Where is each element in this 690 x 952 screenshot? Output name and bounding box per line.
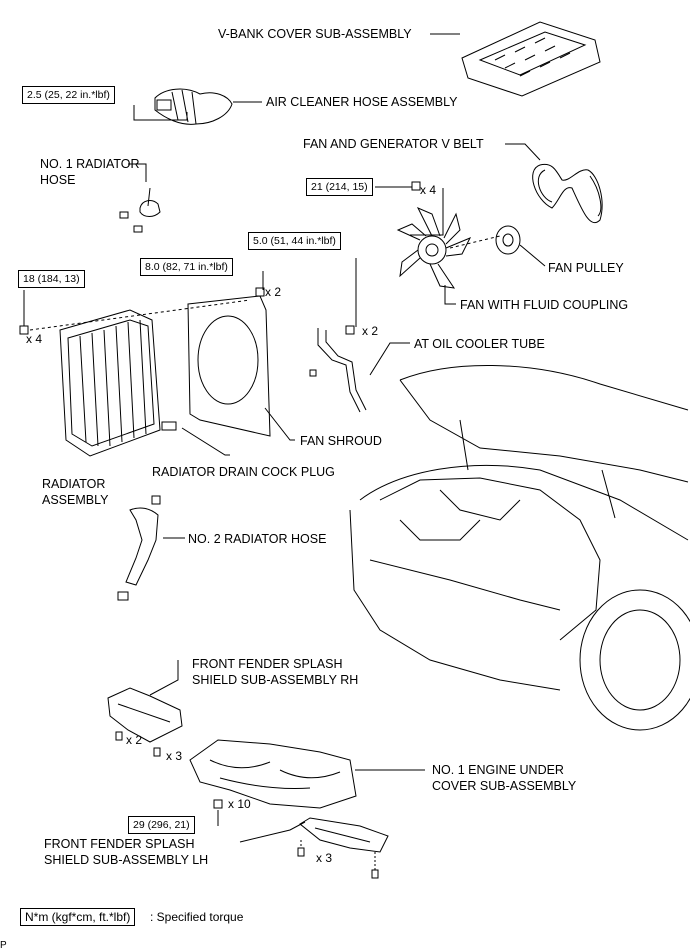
label-fan-coupling: FAN WITH FLUID COUPLING xyxy=(460,298,629,312)
radiator-assembly xyxy=(19,309,161,457)
qty-splash-rh-a: x 2 xyxy=(126,733,143,747)
fan-belt xyxy=(532,163,603,223)
no2-radiator-hose xyxy=(117,495,161,601)
corner-mark: P xyxy=(0,940,7,951)
qty-at-cooler: x 2 xyxy=(362,324,379,338)
label-drain-cock-plug: RADIATOR DRAIN COCK PLUG xyxy=(152,465,335,479)
label-at-oil-cooler-tube: AT OIL COOLER TUBE xyxy=(414,337,545,351)
drain-cock-plug xyxy=(161,421,177,431)
engine-under-cover xyxy=(189,739,357,809)
label-radiator-assembly: RADIATOR ASSEMBLY xyxy=(42,477,109,507)
qty-under-cover: x 10 xyxy=(228,797,251,811)
splash-shield-lh xyxy=(297,817,389,879)
legend-unit-box: N*m (kgf*cm, ft.*lbf) xyxy=(20,908,136,926)
label-no2-radiator-hose: NO. 2 RADIATOR HOSE xyxy=(188,532,327,546)
air-cleaner-hose xyxy=(154,88,233,125)
no1-radiator-hose xyxy=(119,187,161,233)
qty-fan-coupling: x 4 xyxy=(420,183,437,197)
label-air-cleaner-hose: AIR CLEANER HOSE ASSEMBLY xyxy=(266,95,458,109)
splash-shield-rh xyxy=(107,687,183,757)
vehicle-front xyxy=(349,364,690,731)
label-engine-under-cover: NO. 1 ENGINE UNDER COVER SUB-ASSEMBLY xyxy=(432,763,577,793)
torque-air-cleaner: 2.5 (25, 22 in.*lbf) xyxy=(22,86,115,104)
fan-pulley xyxy=(495,225,521,255)
v-bank-cover xyxy=(461,21,601,97)
label-fan-belt: FAN AND GENERATOR V BELT xyxy=(303,137,484,151)
qty-radiator: x 4 xyxy=(26,332,43,346)
qty-shroud: x 2 xyxy=(265,285,282,299)
qty-splash-lh: x 3 xyxy=(316,851,333,865)
label-fan-pulley: FAN PULLEY xyxy=(548,261,624,275)
label-no1-radiator-hose: NO. 1 RADIATOR HOSE xyxy=(40,157,140,187)
fan-shroud xyxy=(187,287,271,437)
torque-radiator: 18 (184, 13) xyxy=(18,270,85,288)
torque-under-cover: 29 (296, 21) xyxy=(128,816,195,834)
label-splash-shield-lh: FRONT FENDER SPLASH SHIELD SUB-ASSEMBLY … xyxy=(44,837,209,867)
qty-splash-rh-b: x 3 xyxy=(166,749,183,763)
label-fan-shroud: FAN SHROUD xyxy=(300,434,382,448)
fan-with-fluid-coupling xyxy=(396,181,501,289)
label-splash-shield-rh: FRONT FENDER SPLASH SHIELD SUB-ASSEMBLY … xyxy=(192,657,359,687)
torque-shroud: 8.0 (82, 71 in.*lbf) xyxy=(140,258,233,276)
at-oil-cooler-tube xyxy=(309,325,367,413)
torque-fan-coupling: 21 (214, 15) xyxy=(306,178,373,196)
label-v-bank-cover: V-BANK COVER SUB-ASSEMBLY xyxy=(218,27,412,41)
legend-text: : Specified torque xyxy=(150,910,244,924)
torque-at-cooler: 5.0 (51, 44 in.*lbf) xyxy=(248,232,341,250)
